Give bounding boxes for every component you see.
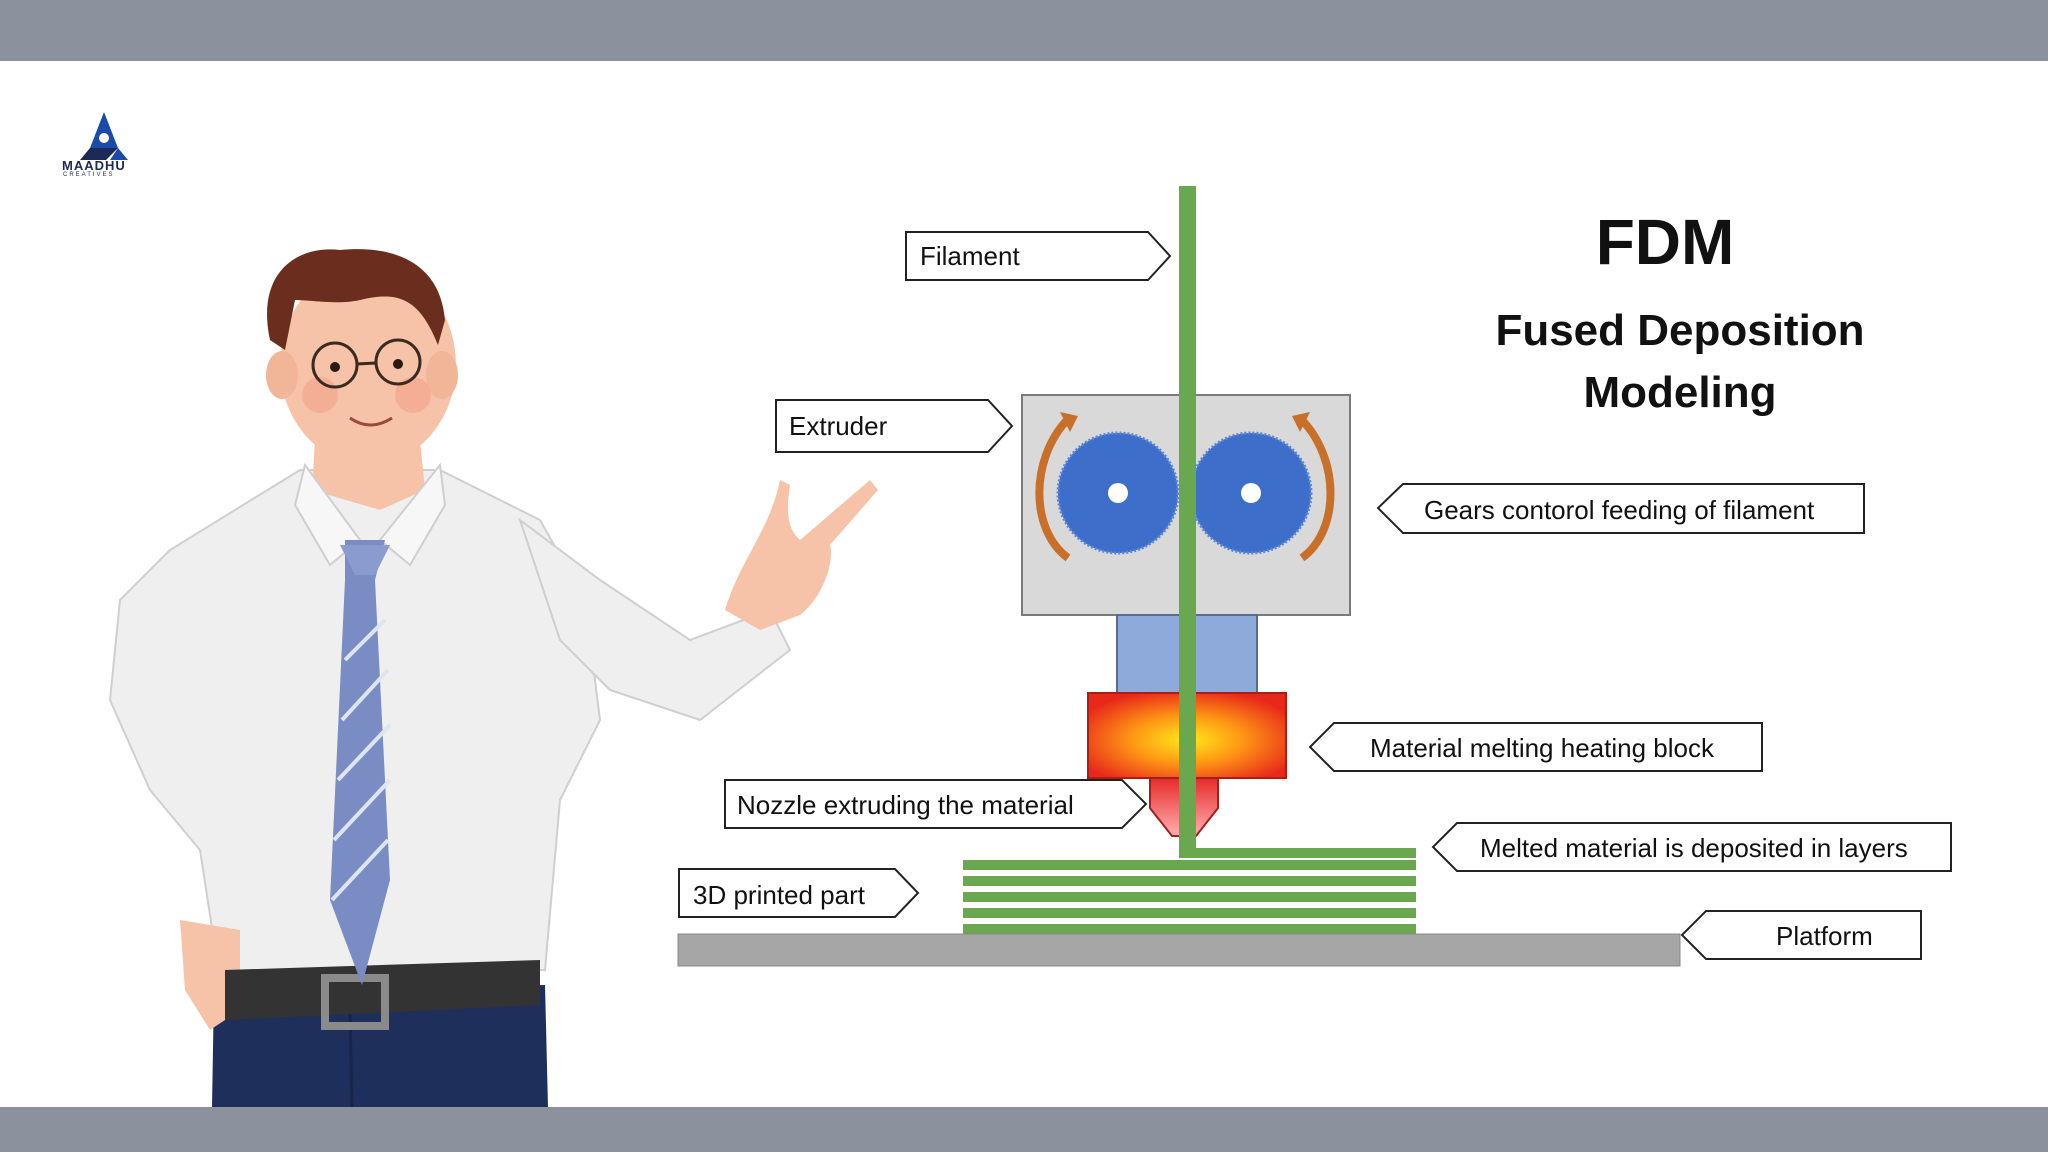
rotation-arrow-right-icon [1299, 417, 1335, 562]
label-box-extruder [775, 399, 1014, 453]
filament-strand [1179, 186, 1196, 856]
label-printed-part: 3D printed part [693, 880, 865, 910]
label-box-heating-block [1308, 722, 1763, 772]
rotation-arrow-left-icon [1035, 417, 1071, 562]
label-gears: Gears contorol feeding of filament [1424, 495, 1815, 525]
maadhu-logo-icon [80, 112, 128, 160]
label-box-printed-part [678, 868, 920, 918]
platform [677, 933, 1681, 967]
printed-layers [963, 860, 1416, 934]
label-extruder: Extruder [789, 411, 888, 441]
page-title: FDM [1595, 206, 1735, 278]
page-subtitle: Fused Deposition Modeling [1495, 306, 1865, 417]
label-filament: Filament [920, 241, 1020, 271]
label-nozzle: Nozzle extruding the material [737, 790, 1074, 820]
label-box-layers [1431, 822, 1952, 872]
label-box-platform [1680, 910, 1922, 960]
label-platform: Platform [1776, 921, 1873, 951]
label-box-filament [905, 231, 1172, 281]
label-layers: Melted material is deposited in layers [1480, 833, 1908, 863]
logo-name: MAADHU [62, 158, 126, 173]
label-heating-block: Material melting heating block [1370, 733, 1714, 763]
label-box-nozzle [724, 779, 1148, 829]
top-frame-bar [0, 0, 2048, 61]
presenter-illustration [108, 249, 878, 1108]
label-box-gears [1376, 483, 1865, 534]
bottom-frame-bar [0, 1107, 2048, 1152]
logo-tagline: CREATIVES [63, 172, 115, 178]
